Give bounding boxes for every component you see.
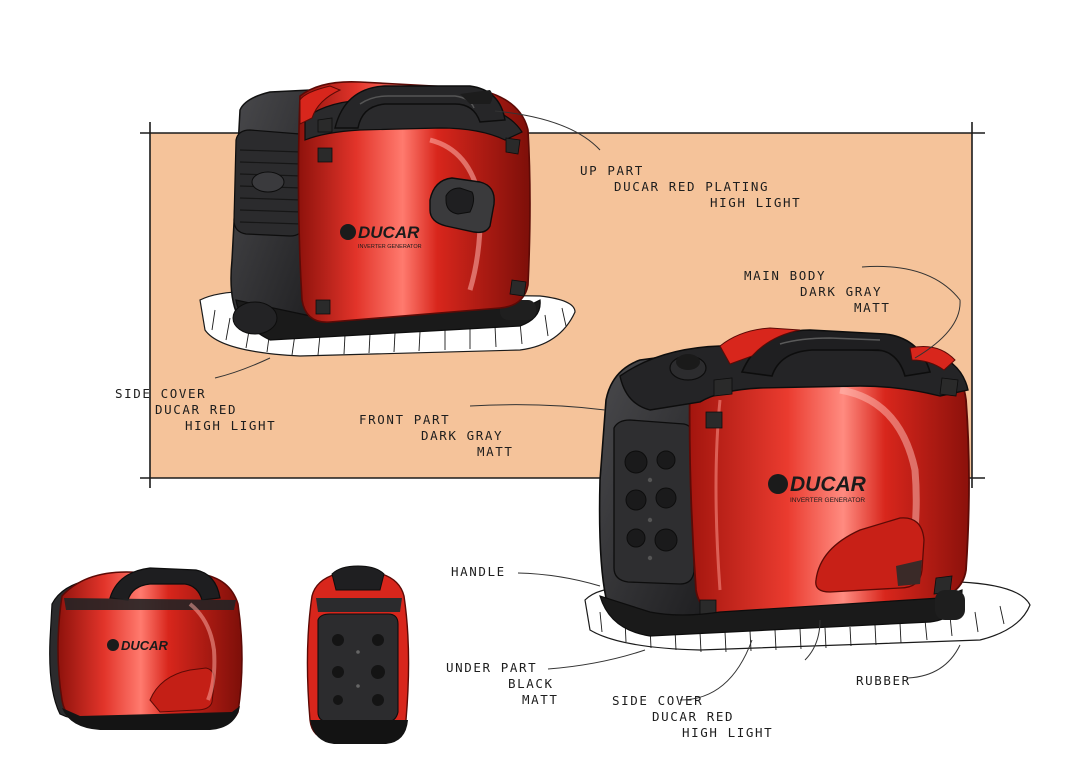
annotation-line: RUBBER [856,673,911,688]
annotation-under-part: UNDER PART BLACK MATT [446,660,559,708]
svg-text:DUCAR: DUCAR [358,223,420,242]
annotation-side-cover-top: SIDE COVER DUCAR RED HIGH LIGHT [115,386,276,434]
generator-large-view: DUCAR INVERTER GENERATOR [584,327,1031,653]
annotation-line: UP PART [580,163,644,178]
annotation-line: DUCAR RED [155,402,238,417]
annotation-line: HANDLE [451,564,506,579]
annotation-line: DUCAR RED [652,709,735,724]
generator-side-view-small: DUCAR [49,567,243,730]
annotation-line: HIGH LIGHT [710,195,802,210]
annotation-side-cover-bottom: SIDE COVER DUCAR RED HIGH LIGHT [612,693,773,741]
annotation-line: UNDER PART [446,660,538,675]
annotation-line: SIDE COVER [115,386,207,401]
annotation-line: MATT [477,444,514,459]
annotation-line: DARK GRAY [421,428,504,443]
annotation-line: FRONT PART [359,412,451,427]
annotation-line: BLACK [508,676,554,691]
annotation-main-body: MAIN BODY DARK GRAY MATT [744,268,891,316]
annotation-line: DUCAR RED PLATING [614,179,770,194]
annotation-line: HIGH LIGHT [682,725,774,740]
annotation-line: HIGH LIGHT [185,418,277,433]
annotation-handle: HANDLE [451,564,506,580]
svg-text:DUCAR: DUCAR [121,638,169,653]
annotation-up-part: UP PART DUCAR RED PLATING HIGH LIGHT [580,163,801,211]
svg-text:DUCAR: DUCAR [790,473,867,496]
annotation-line: MATT [522,692,559,707]
svg-text:INVERTER GENERATOR: INVERTER GENERATOR [790,497,865,504]
svg-text:INVERTER GENERATOR: INVERTER GENERATOR [358,244,422,250]
ducar-logo-small: DUCAR [107,638,169,653]
annotation-line: MATT [854,300,891,315]
annotation-line: SIDE COVER [612,693,704,708]
annotation-rubber: RUBBER [856,673,911,689]
ducar-logo-large: DUCAR INVERTER GENERATOR [768,473,867,504]
annotation-front-part: FRONT PART DARK GRAY MATT [359,412,514,460]
annotation-line: DARK GRAY [800,284,883,299]
ducar-logo-top: DUCAR INVERTER GENERATOR [340,223,422,250]
annotation-leader-lines [214,110,961,701]
generator-top-view: DUCAR INVERTER GENERATOR [199,80,576,357]
annotation-line: MAIN BODY [744,268,827,283]
generator-front-view-small [306,565,410,744]
